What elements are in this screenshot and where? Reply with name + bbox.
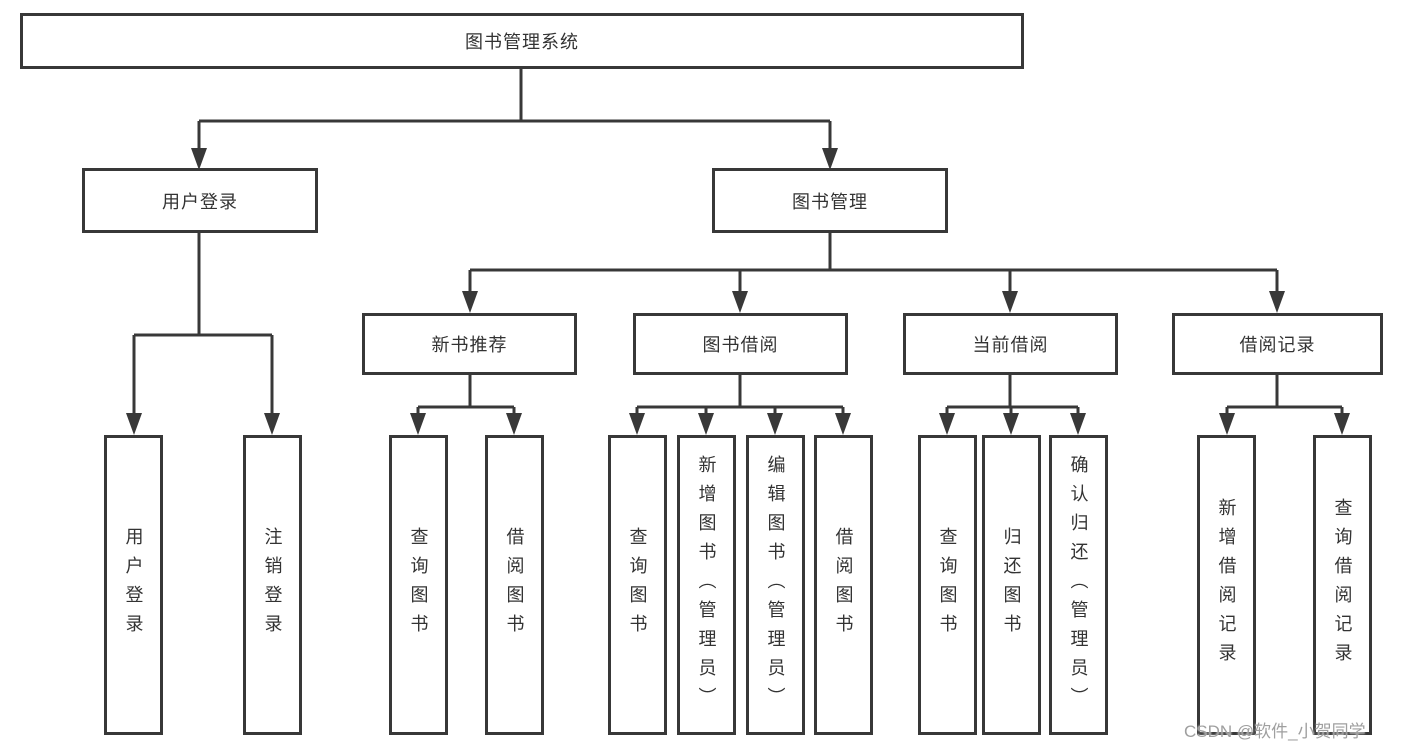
leaf-return-book: 归还图书 — [982, 435, 1041, 735]
watermark: CSDN @软件_小贺同学 — [1184, 722, 1366, 741]
leaf-borrow-books-2-label: 借阅图书 — [833, 527, 854, 643]
leaf-query-borrow-record: 查询借阅记录 — [1313, 435, 1372, 735]
leaf-add-borrow-record-label: 新增借阅记录 — [1216, 498, 1237, 672]
leaf-edit-book-admin-label: 编辑图书（管理员） — [765, 454, 786, 716]
node-system-root: 图书管理系统 — [20, 13, 1024, 69]
leaf-add-book-admin-label: 新增图书（管理员） — [696, 454, 717, 716]
leaf-query-books-borrow: 查询图书 — [608, 435, 667, 735]
leaf-query-books-current: 查询图书 — [918, 435, 977, 735]
leaf-query-books-current-label: 查询图书 — [937, 527, 958, 643]
leaf-query-books-recommend-label: 查询图书 — [408, 527, 429, 643]
leaf-borrow-books-recommend-label: 借阅图书 — [504, 527, 525, 643]
leaf-return-book-label: 归还图书 — [1001, 527, 1022, 643]
leaf-query-borrow-record-label: 查询借阅记录 — [1332, 498, 1353, 672]
leaf-user-login-label: 用户登录 — [123, 527, 144, 643]
leaf-add-book-admin: 新增图书（管理员） — [677, 435, 736, 735]
leaf-borrow-books-2: 借阅图书 — [814, 435, 873, 735]
node-book-management: 图书管理 — [712, 168, 948, 233]
leaf-query-books-borrow-label: 查询图书 — [627, 527, 648, 643]
leaf-edit-book-admin: 编辑图书（管理员） — [746, 435, 805, 735]
leaf-user-login: 用户登录 — [104, 435, 163, 735]
node-current-borrow: 当前借阅 — [903, 313, 1118, 375]
node-user-login: 用户登录 — [82, 168, 318, 233]
node-book-borrow: 图书借阅 — [633, 313, 848, 375]
leaf-confirm-return-admin: 确认归还（管理员） — [1049, 435, 1108, 735]
leaf-logout: 注销登录 — [243, 435, 302, 735]
leaf-confirm-return-admin-label: 确认归还（管理员） — [1068, 454, 1089, 716]
leaf-query-books-recommend: 查询图书 — [389, 435, 448, 735]
leaf-logout-label: 注销登录 — [262, 527, 283, 643]
node-borrow-records: 借阅记录 — [1172, 313, 1383, 375]
node-new-book-recommend: 新书推荐 — [362, 313, 577, 375]
leaf-add-borrow-record: 新增借阅记录 — [1197, 435, 1256, 735]
leaf-borrow-books-recommend: 借阅图书 — [485, 435, 544, 735]
